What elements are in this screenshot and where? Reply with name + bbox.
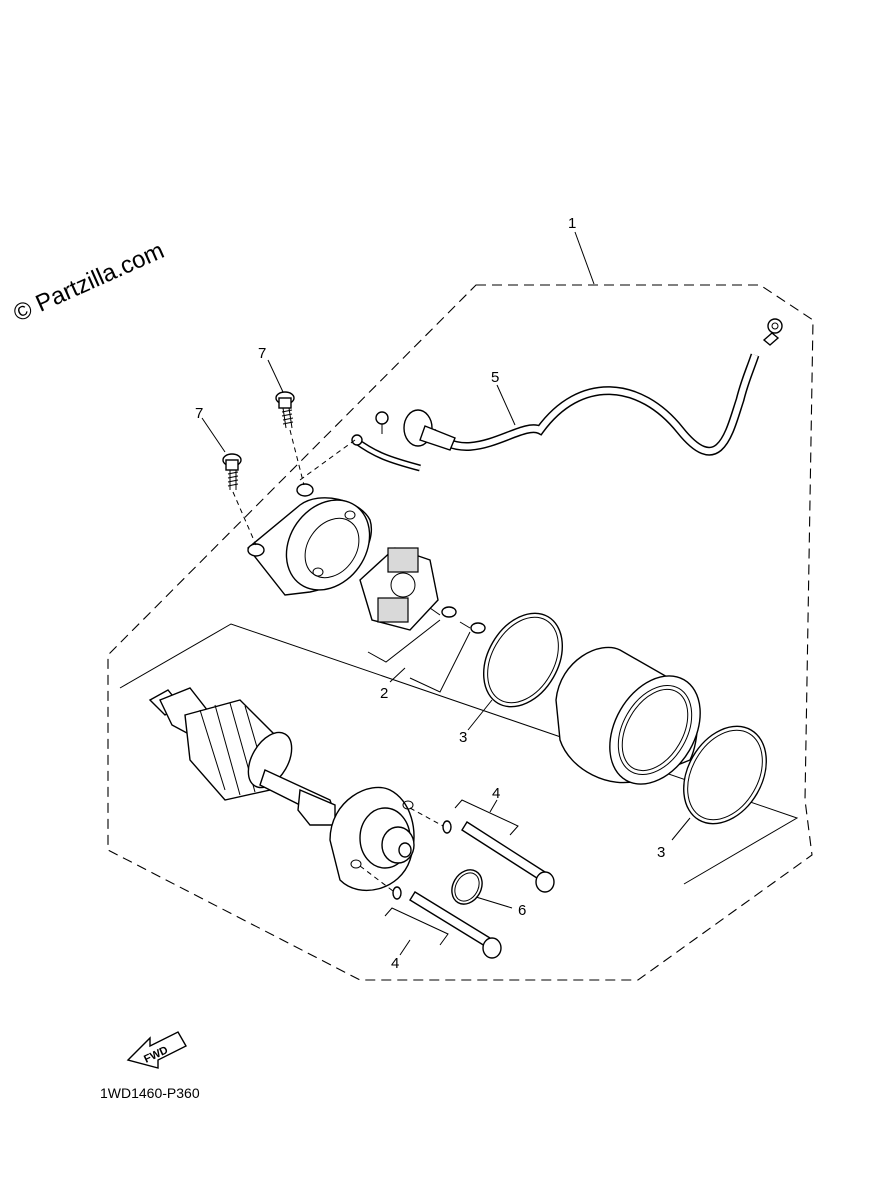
rear-cover <box>247 483 373 596</box>
cable-lead <box>403 318 783 456</box>
fwd-arrow-icon: FWD <box>126 1031 187 1069</box>
callout-1: 1 <box>568 215 576 232</box>
lead-guide <box>299 439 356 481</box>
callout-4-lower-bracket <box>384 907 449 946</box>
callout-2: 2 <box>380 685 388 702</box>
bolt-7-left <box>222 453 242 490</box>
callout-7-left-leader <box>201 417 226 453</box>
callout-1-leader <box>574 231 595 285</box>
bolt-7-right <box>275 391 295 429</box>
armature <box>148 687 336 826</box>
callout-7-left: 7 <box>195 405 203 422</box>
callout-5-leader <box>496 384 516 426</box>
callout-2-bracket <box>367 619 471 693</box>
brush-lead-wire <box>351 411 421 472</box>
callout-5: 5 <box>491 369 499 386</box>
callout-3-upper-leader <box>467 699 493 731</box>
diagram-code: 1WD1460-P360 <box>100 1085 200 1101</box>
screw-2a <box>429 606 457 618</box>
inner-bracket <box>119 623 799 885</box>
o-ring-3-upper <box>483 612 563 708</box>
washer-4-lower <box>392 886 402 900</box>
terminal-screw <box>375 411 389 425</box>
watermark: © Partzilla.com <box>9 237 168 327</box>
callout-3-upper: 3 <box>459 729 467 746</box>
callout-4-upper-bracket <box>454 799 519 836</box>
callout-4-lower: 4 <box>391 955 399 972</box>
callout-3-lower-leader <box>671 817 691 841</box>
callout-7-right-leader <box>267 359 284 393</box>
yoke-housing <box>555 646 701 785</box>
callout-6-leader <box>475 896 513 909</box>
screw-2b <box>459 621 486 634</box>
o-ring-6 <box>451 869 483 905</box>
callout-7-right: 7 <box>258 345 266 362</box>
callout-3-lower: 3 <box>657 844 665 861</box>
callout-4-upper: 4 <box>492 785 500 802</box>
brush-holder-set <box>359 547 439 631</box>
through-bolt-4-lower <box>409 891 502 959</box>
through-bolt-4-upper <box>461 821 555 893</box>
washer-4-upper <box>442 820 452 834</box>
callout-6: 6 <box>518 902 526 919</box>
o-ring-3-lower <box>683 725 767 825</box>
front-cover <box>329 786 415 892</box>
